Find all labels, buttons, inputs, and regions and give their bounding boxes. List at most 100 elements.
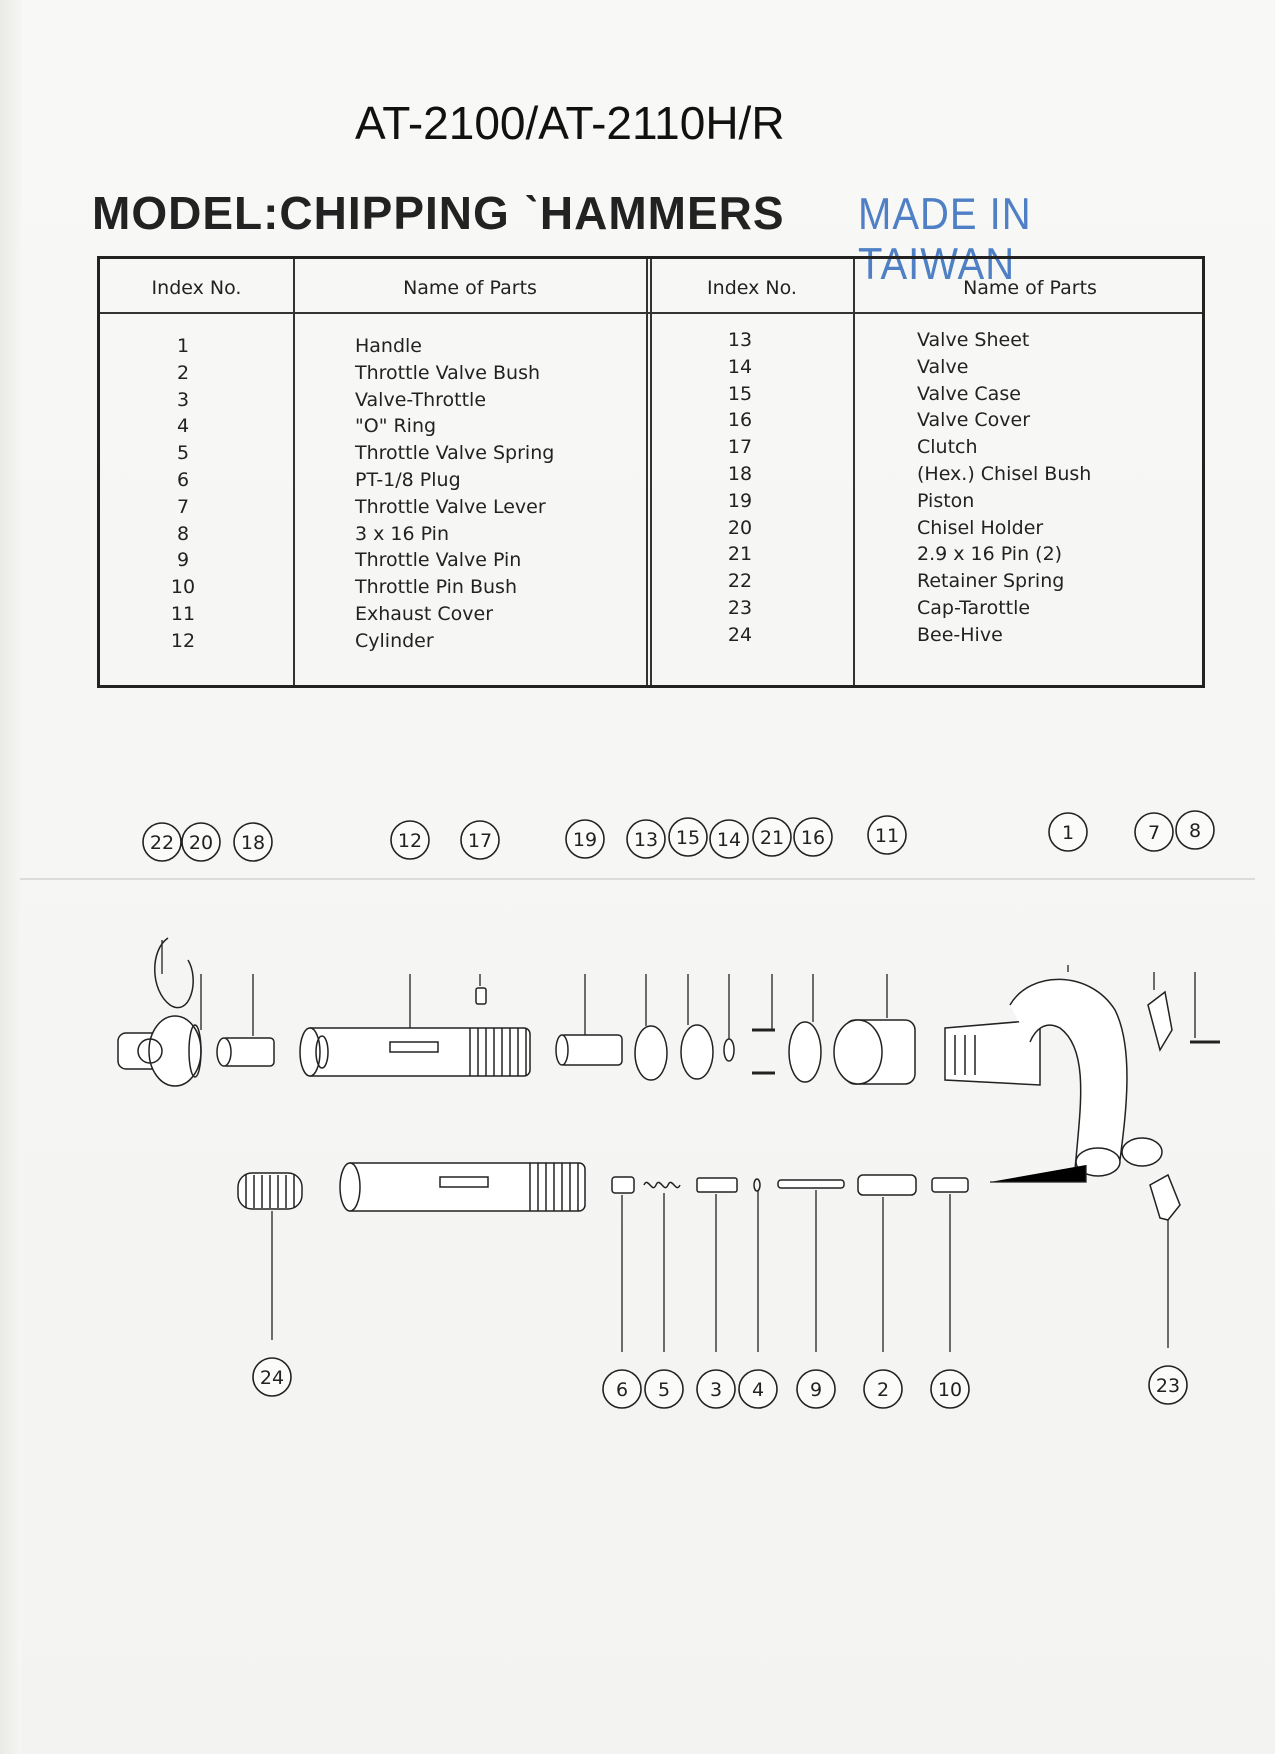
header-index-right: Index No.	[707, 277, 797, 299]
document-title: AT-2100/AT-2110H/R	[355, 97, 785, 149]
callout-6: 6	[602, 1369, 642, 1409]
part-name: Clutch	[917, 436, 978, 459]
part-index: 5	[176, 442, 190, 465]
callout-number: 16	[801, 827, 825, 849]
callout-number: 19	[573, 829, 597, 851]
diagram-parts	[117, 937, 1220, 1221]
table-header-rule	[100, 312, 1202, 314]
part-name: Piston	[917, 489, 975, 512]
part-name: Valve Cover	[917, 409, 1031, 432]
part-name: Valve Case	[917, 382, 1021, 405]
callout-number: 3	[710, 1379, 722, 1401]
part-name: Throttle Pin Bush	[355, 576, 517, 599]
handle-part	[944, 978, 1163, 1177]
part-index: 2	[176, 361, 190, 384]
callout-11: 11	[867, 815, 907, 855]
callout-number: 17	[468, 830, 492, 852]
callout-number: 23	[1156, 1375, 1180, 1397]
bee-hive-part	[237, 1172, 303, 1210]
callout-number: 20	[189, 832, 213, 854]
callout-21: 21	[752, 817, 792, 857]
callout-10: 10	[930, 1369, 970, 1409]
spring-part	[643, 1181, 681, 1189]
callout-5: 5	[644, 1369, 684, 1409]
part-name: Cylinder	[355, 629, 434, 652]
callout-number: 14	[717, 829, 741, 851]
header-index-left: Index No.	[151, 277, 242, 299]
callout-12: 12	[390, 820, 430, 860]
part-index: 7	[176, 495, 190, 518]
callout-number: 4	[752, 1379, 764, 1401]
model-heading: MODEL:CHIPPING ˋHAMMERS	[92, 187, 785, 239]
callout-number: 18	[241, 832, 265, 854]
callout-number: 12	[398, 830, 422, 852]
paper-fold-line	[20, 878, 1255, 880]
part-name: 3 x 16 Pin	[355, 522, 449, 545]
part-name: PT-1/8 Plug	[355, 469, 461, 491]
part-index: 17	[727, 436, 753, 459]
part-name: Cap-Tarottle	[917, 597, 1031, 619]
part-index: 4	[176, 415, 190, 438]
clutch-part	[475, 987, 487, 1005]
part-name: Valve	[917, 355, 969, 378]
valve-throttle-part	[696, 1177, 738, 1193]
paper-edge	[0, 0, 22, 1754]
part-name: Retainer Spring	[917, 570, 1065, 593]
callout-15: 15	[668, 817, 708, 857]
part-index: 23	[727, 597, 753, 619]
part-name: (Hex.) Chisel Bush	[917, 463, 1092, 485]
callout-20: 20	[181, 822, 221, 862]
valve-cover-part	[788, 1021, 822, 1083]
callout-9: 9	[796, 1369, 836, 1409]
callout-number: 21	[760, 827, 784, 849]
part-index: 19	[727, 489, 753, 512]
part-index: 24	[727, 623, 753, 646]
part-index: 15	[727, 382, 753, 405]
callout-number: 22	[150, 832, 174, 854]
piston-part	[555, 1034, 623, 1066]
callout-2: 2	[863, 1369, 903, 1409]
part-index: 1	[176, 335, 190, 357]
callout-number: 5	[658, 1379, 670, 1401]
callout-16: 16	[793, 817, 833, 857]
part-index: 12	[170, 629, 196, 652]
part-index: 11	[170, 603, 196, 625]
cap-part	[1149, 1173, 1181, 1221]
callout-number: 8	[1189, 820, 1201, 842]
callout-18: 18	[233, 822, 273, 862]
part-index: 13	[727, 329, 753, 351]
callout-number: 24	[260, 1367, 284, 1389]
valve-pin-part	[777, 1179, 845, 1189]
part-index: 21	[727, 543, 753, 566]
callout-number: 13	[634, 829, 658, 851]
part-name: Throttle Valve Lever	[355, 495, 546, 518]
part-index: 6	[176, 469, 190, 491]
part-name: Throttle Valve Pin	[355, 549, 522, 572]
callout-number: 9	[810, 1379, 822, 1401]
table-center-divider	[646, 259, 652, 685]
retainer-spring-part	[154, 937, 194, 1009]
callout-number: 11	[875, 825, 899, 847]
cylinder-alt-part	[339, 1162, 586, 1212]
callout-number: 6	[616, 1379, 628, 1401]
part-index: 10	[170, 576, 196, 599]
part-name: Bee-Hive	[917, 623, 1003, 646]
pin-bush-part	[931, 1177, 969, 1193]
part-name: Throttle Valve Bush	[355, 361, 541, 384]
plug-part	[611, 1176, 635, 1194]
valve-bush-part	[857, 1174, 917, 1196]
chisel-bush-part	[216, 1037, 275, 1067]
pins-part	[752, 1028, 775, 1075]
callout-number: 7	[1148, 822, 1160, 844]
part-name: 2.9 x 16 Pin (2)	[917, 543, 1063, 566]
chisel-holder-part	[117, 1015, 202, 1087]
lever-part	[1147, 990, 1173, 1052]
part-name: Handle	[355, 335, 423, 357]
part-index: 9	[176, 549, 190, 572]
valve-case-part	[680, 1024, 714, 1080]
table-column-divider	[853, 259, 855, 685]
part-index: 16	[727, 409, 753, 432]
callout-23: 23	[1148, 1365, 1188, 1405]
